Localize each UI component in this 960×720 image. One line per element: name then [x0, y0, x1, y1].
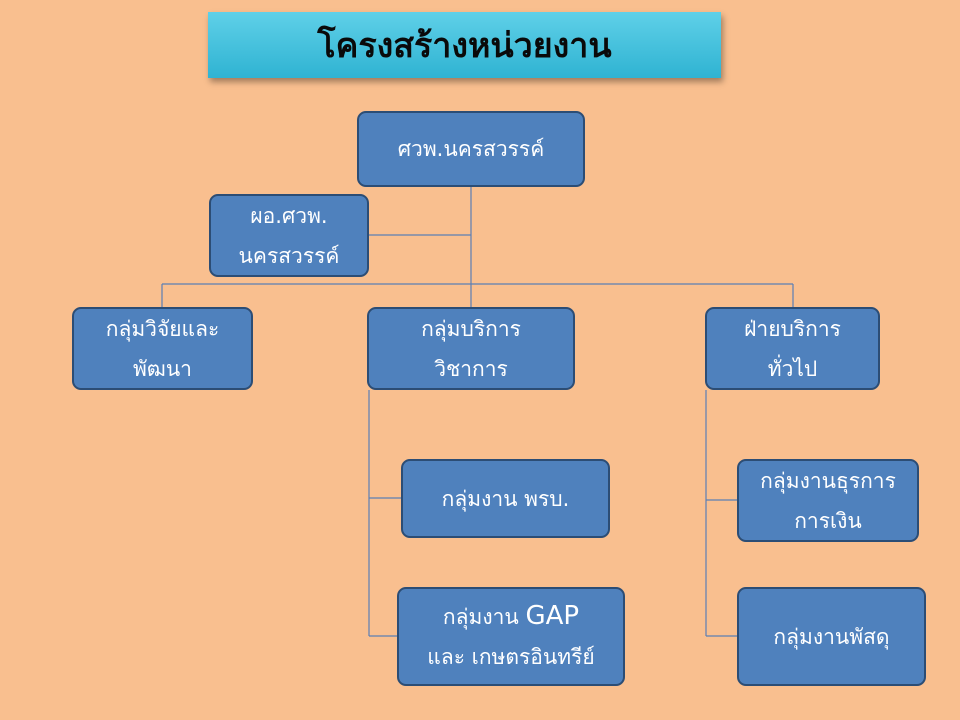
- node-deputy-label-1: ผอ.ศวพ.: [250, 203, 328, 228]
- node-gap-prefix: กลุ่มงาน: [442, 605, 526, 629]
- node-general-label-2: ทั่วไป: [767, 356, 818, 381]
- node-academic-label-1: กลุ่มบริการ: [421, 316, 521, 341]
- node-general-label-1: ฝ่ายบริการ: [744, 316, 841, 341]
- node-supplies: กลุ่มงานพัสดุ: [737, 587, 926, 686]
- node-gap-label-2: และ เกษตรอินทรีย์: [427, 645, 595, 669]
- node-pbs: กลุ่มงาน พรบ.: [401, 459, 610, 538]
- node-research: กลุ่มวิจัยและ พัฒนา: [72, 307, 253, 390]
- node-gap-abbr: GAP: [525, 601, 580, 631]
- node-deputy-label-2: นครสวรรค์: [238, 243, 340, 268]
- node-admin-finance: กลุ่มงานธุรการ การเงิน: [737, 459, 919, 542]
- node-research-label-2: พัฒนา: [133, 356, 192, 381]
- node-head-label: ศวพ.นครสวรรค์: [397, 137, 545, 161]
- node-gap-label-1: กลุ่มงาน GAP: [443, 596, 579, 637]
- page-title: โครงสร้างหน่วยงาน: [208, 12, 721, 78]
- node-academic-services: กลุ่มบริการ วิชาการ: [367, 307, 575, 390]
- node-research-label-1: กลุ่มวิจัยและ: [105, 316, 220, 341]
- node-deputy-director: ผอ.ศวพ. นครสวรรค์: [209, 194, 369, 277]
- node-general-services: ฝ่ายบริการ ทั่วไป: [705, 307, 880, 390]
- node-head: ศวพ.นครสวรรค์: [357, 111, 585, 187]
- node-supplies-label: กลุ่มงานพัสดุ: [773, 624, 890, 649]
- node-finance-label-1: กลุ่มงานธุรการ: [760, 468, 896, 493]
- node-pbs-label: กลุ่มงาน พรบ.: [441, 486, 570, 511]
- node-academic-label-2: วิชาการ: [434, 356, 508, 381]
- node-gap-organic: กลุ่มงาน GAP และ เกษตรอินทรีย์: [397, 587, 625, 686]
- node-finance-label-2: การเงิน: [794, 508, 862, 533]
